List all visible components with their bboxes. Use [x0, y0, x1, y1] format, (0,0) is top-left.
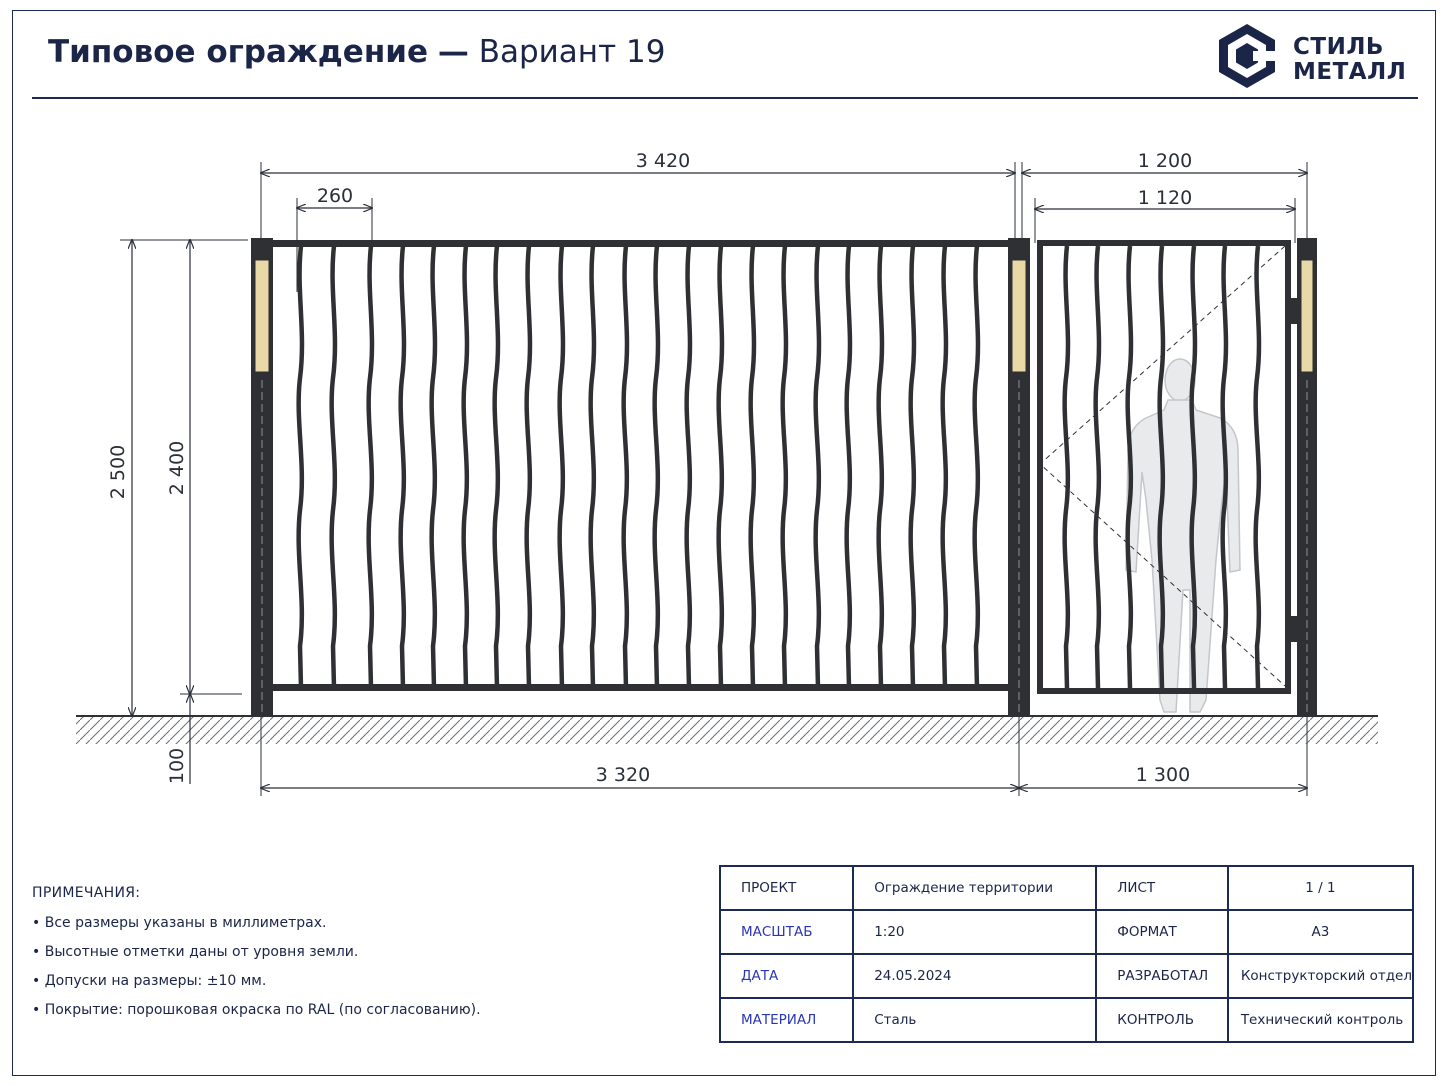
fence-panel-bars	[296, 245, 981, 689]
dim-ground-gap: 100	[166, 748, 188, 784]
dim-panel-height: 2 400	[166, 441, 188, 495]
post-left	[251, 238, 273, 716]
logo-line-2: МЕТАЛЛ	[1293, 59, 1407, 85]
project-value: Ограждение территории	[852, 865, 1098, 911]
note-item: • Допуски на размеры: ±10 мм.	[32, 973, 267, 989]
post-right	[1297, 238, 1317, 716]
gate-hinge-bottom	[1289, 616, 1298, 642]
format-label: ФОРМАТ	[1095, 909, 1229, 955]
control-value: Технический контроль	[1226, 997, 1415, 1043]
control-label: КОНТРОЛЬ	[1095, 997, 1229, 1043]
page-title: Типовое ограждение — Вариант 19	[48, 34, 665, 70]
sheet-value: 1 / 1	[1226, 865, 1415, 911]
title-block-row: МАТЕРИАЛ Сталь КОНТРОЛЬ Технический конт…	[718, 997, 1415, 1043]
scale-value: 1:20	[852, 909, 1098, 955]
title-block-row: ДАТА 24.05.2024 РАЗРАБОТАЛ Конструкторск…	[718, 953, 1415, 999]
developer-label: РАЗРАБОТАЛ	[1095, 953, 1229, 999]
note-item: • Высотные отметки даны от уровня земли.	[32, 944, 359, 960]
ground-hatch	[76, 716, 1378, 744]
date-label: ДАТА	[718, 953, 855, 999]
developer-value: Конструкторский отдел	[1226, 953, 1415, 999]
post-middle	[1008, 238, 1030, 716]
project-label: ПРОЕКТ	[718, 865, 855, 911]
person-silhouette	[1125, 358, 1241, 713]
material-value: Сталь	[852, 997, 1098, 1043]
title-variant: Вариант 19	[478, 34, 666, 70]
dim-fence-span-top: 3 420	[636, 150, 690, 172]
title-block-table: ПРОЕКТ Ограждение территории ЛИСТ 1 / 1 …	[718, 865, 1415, 1043]
note-item: • Покрытие: порошковая окраска по RAL (п…	[32, 1002, 481, 1018]
dim-fence-span-bottom: 3 320	[596, 764, 650, 786]
notes-block: ПРИМЕЧАНИЯ: • Все размеры указаны в милл…	[32, 885, 481, 1031]
date-value: 24.05.2024	[852, 953, 1098, 999]
note-item: • Все размеры указаны в миллиметрах.	[32, 915, 327, 931]
title-main: Типовое ограждение	[48, 34, 428, 70]
dim-gate-leaf: 1 120	[1138, 187, 1192, 209]
dim-gate-span-bottom: 1 300	[1136, 764, 1190, 786]
logo-text: СТИЛЬ МЕТАЛЛ	[1293, 35, 1406, 85]
fence-top-rail	[273, 240, 1010, 247]
scale-label: МАСШТАБ	[718, 909, 855, 955]
gate-hinge-top	[1289, 298, 1298, 324]
dim-total-height: 2 500	[107, 445, 129, 499]
title-block-row: МАСШТАБ 1:20 ФОРМАТ А3	[718, 909, 1415, 955]
notes-title: ПРИМЕЧАНИЯ:	[32, 885, 141, 901]
dim-gate-overall: 1 200	[1138, 150, 1192, 172]
header-divider	[32, 97, 1418, 99]
sheet-label: ЛИСТ	[1095, 865, 1229, 911]
title-block-row: ПРОЕКТ Ограждение территории ЛИСТ 1 / 1	[718, 865, 1415, 911]
stil-metall-logo-icon	[1219, 24, 1277, 88]
gate-leaf	[1037, 240, 1291, 694]
format-value: А3	[1226, 909, 1415, 955]
logo-line-1: СТИЛЬ	[1293, 34, 1384, 60]
title-separator: —	[437, 34, 469, 70]
material-label: МАТЕРИАЛ	[718, 997, 855, 1043]
fence-bottom-rail	[273, 684, 1010, 691]
dim-bar-pitch: 260	[317, 185, 353, 207]
